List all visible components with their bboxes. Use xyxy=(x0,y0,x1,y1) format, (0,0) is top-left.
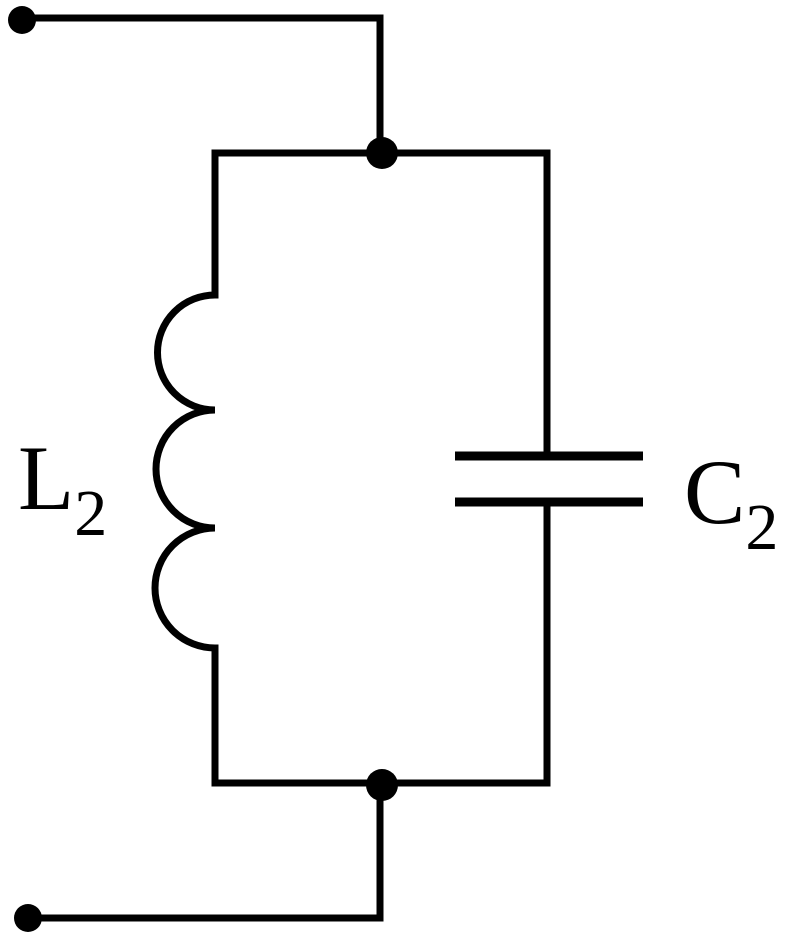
inductor-label-letter: L xyxy=(18,427,75,529)
top-terminal-node xyxy=(8,6,36,34)
inductor-coil xyxy=(151,291,219,652)
inductor-label: L2 xyxy=(18,432,107,547)
bottom-junction-node xyxy=(366,769,398,801)
capacitor-label-letter: C xyxy=(684,441,746,543)
top-junction-node xyxy=(366,137,398,169)
top-lead-wire xyxy=(18,14,384,157)
bottom-terminal-node xyxy=(14,904,42,932)
capacitor-label-subscript: 2 xyxy=(745,491,779,564)
capacitor-label: C2 xyxy=(684,446,778,561)
inductor-label-subscript: 2 xyxy=(74,477,108,550)
bottom-lead-wire xyxy=(24,779,384,922)
